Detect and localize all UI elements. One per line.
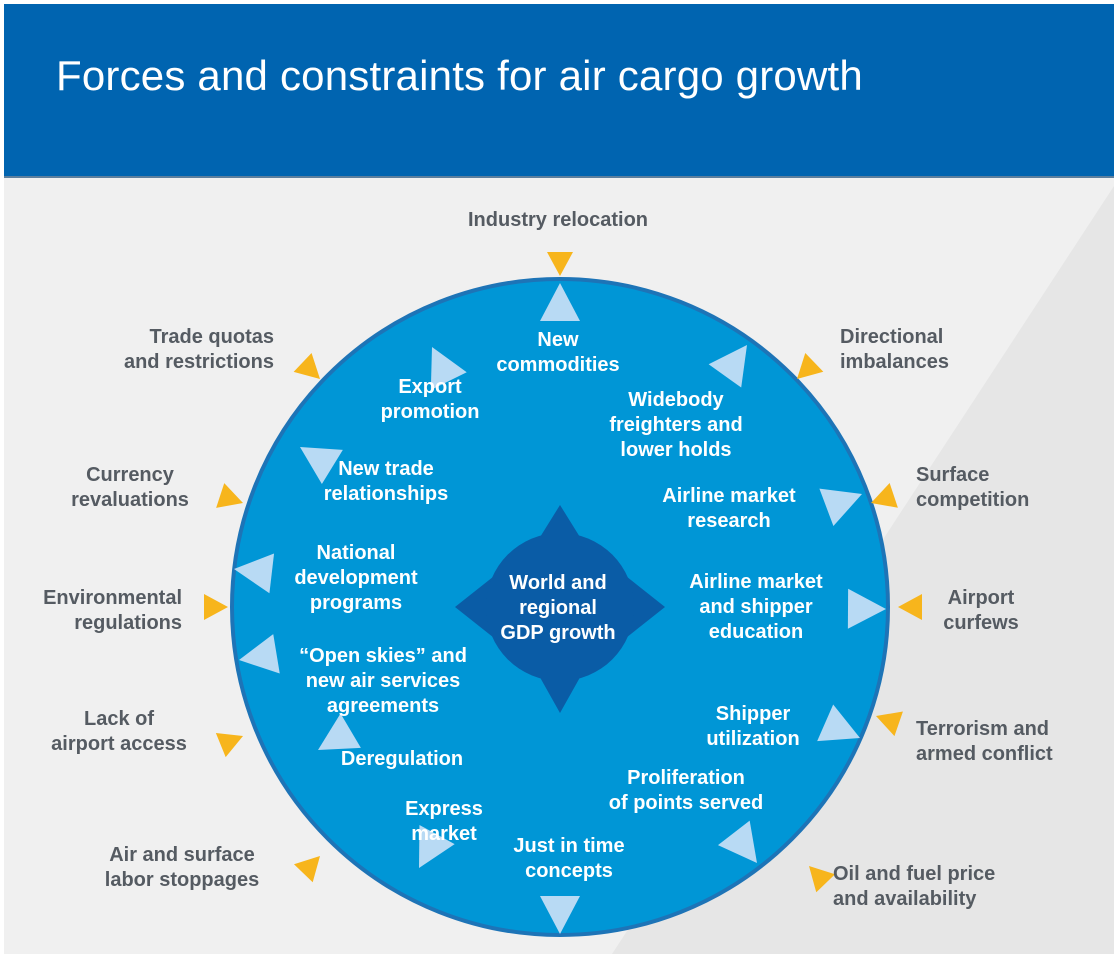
force-arrow [819, 488, 862, 527]
force-arrow [239, 634, 280, 674]
constraint-arrow [876, 711, 903, 737]
force-arrow [234, 553, 275, 594]
constraint-arrow [293, 856, 320, 883]
core-circle [486, 533, 634, 681]
constraint-label-industry-relocation: Industry relocation [467, 209, 649, 231]
force-arrow [817, 704, 860, 742]
constraint-arrow [871, 483, 898, 508]
constraint-arrow [547, 252, 573, 276]
force-arrow [430, 347, 467, 390]
force-arrow [419, 825, 455, 868]
constraint-arrow [797, 352, 824, 379]
constraint-arrow [293, 353, 320, 379]
page-title: Forces and constraints for air cargo gro… [56, 52, 863, 99]
constraint-arrow [215, 733, 243, 758]
force-arrow [300, 447, 343, 484]
force-arrow [540, 896, 580, 934]
constraint-arrow [898, 594, 922, 620]
constraint-arrow [809, 866, 836, 893]
force-arrow [708, 345, 747, 388]
constraint-arrow [216, 483, 243, 508]
force-label-deregulation: Deregulation [340, 748, 464, 770]
constraint-arrows [204, 252, 922, 893]
header-bar: Forces and constraints for air cargo gro… [4, 4, 1114, 178]
force-arrow [717, 820, 757, 863]
force-arrows [234, 283, 886, 934]
constraint-arrow [204, 594, 228, 620]
force-arrow [540, 283, 580, 321]
force-arrow [318, 713, 361, 750]
force-arrow [847, 588, 886, 629]
